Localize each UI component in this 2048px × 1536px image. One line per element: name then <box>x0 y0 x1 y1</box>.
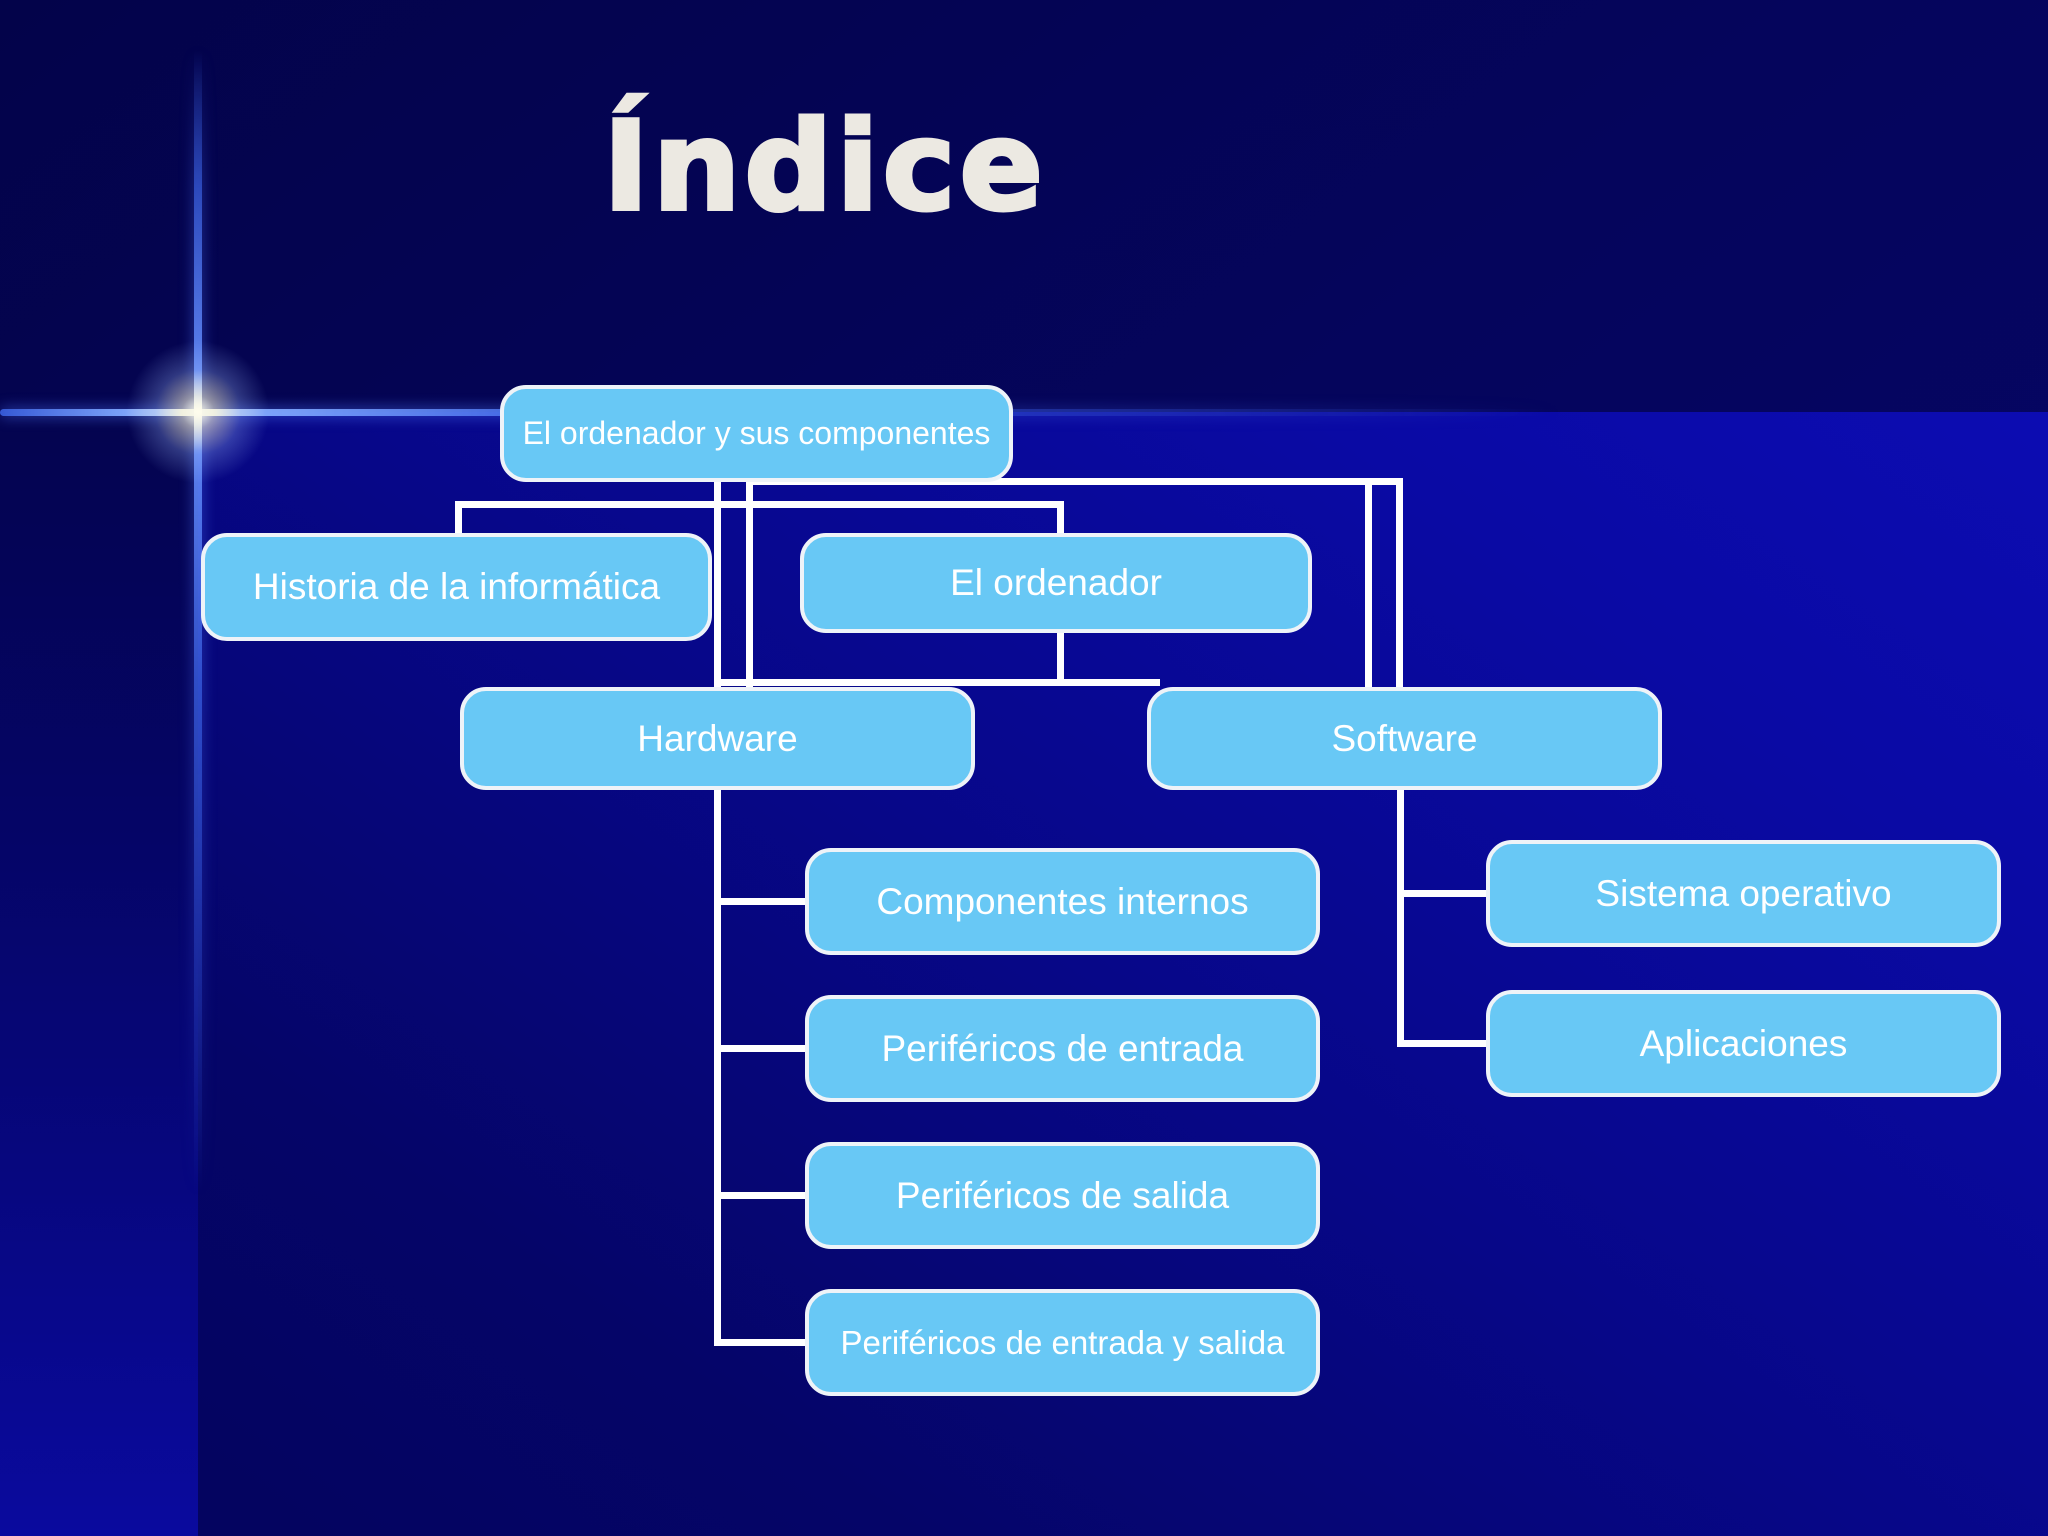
org-node-el-ordenador: El ordenador <box>800 533 1312 633</box>
connector-drop-historia <box>455 501 462 533</box>
background-left-strip <box>0 412 198 1536</box>
connector-root-software-v2 <box>1396 478 1403 687</box>
connector-root-children-bus <box>455 501 1064 508</box>
org-node-perifericos-salida: Periféricos de salida <box>805 1142 1320 1249</box>
org-node-hardware: Hardware <box>460 687 975 790</box>
org-node-perifericos-entrada-salida: Periféricos de entrada y salida <box>805 1289 1320 1396</box>
connector-elbow-componentes <box>714 898 808 905</box>
connector-hardware-software-bus <box>714 679 1160 686</box>
connector-software-trunk <box>1397 790 1404 1047</box>
connector-root-software-h <box>746 478 1402 485</box>
slide-title: Índice <box>601 94 1047 241</box>
lens-flare-vertical <box>194 50 202 1195</box>
connector-root-hardware-v1 <box>714 482 721 687</box>
org-node-software: Software <box>1147 687 1662 790</box>
connector-root-software-v1 <box>1365 478 1372 687</box>
connector-elbow-perif-es <box>714 1339 808 1346</box>
org-node-historia: Historia de la informática <box>201 533 712 641</box>
org-node-perifericos-entrada: Periféricos de entrada <box>805 995 1320 1102</box>
connector-elbow-sistema-operativo <box>1397 890 1489 897</box>
connector-elbow-aplicaciones <box>1397 1040 1489 1047</box>
lens-flare-core <box>126 340 270 484</box>
connector-ordenador-drop <box>1057 633 1064 686</box>
connector-hardware-trunk <box>714 790 721 1346</box>
org-node-componentes-internos: Componentes internos <box>805 848 1320 955</box>
connector-elbow-perif-salida <box>714 1192 808 1199</box>
org-node-sistema-operativo: Sistema operativo <box>1486 840 2001 947</box>
connector-elbow-perif-entrada <box>714 1045 808 1052</box>
org-node-root: El ordenador y sus componentes <box>500 385 1013 482</box>
connector-root-hardware-v2 <box>746 482 753 687</box>
connector-drop-ordenador <box>1057 501 1064 533</box>
org-node-aplicaciones: Aplicaciones <box>1486 990 2001 1097</box>
